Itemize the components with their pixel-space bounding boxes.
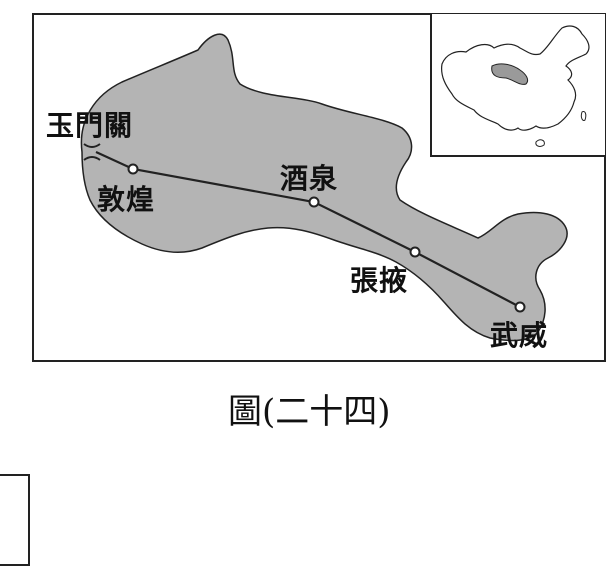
city-dot-icon — [308, 196, 320, 208]
city-dot-icon — [409, 246, 421, 258]
hainan-island — [535, 139, 545, 147]
partial-box — [0, 474, 30, 566]
inset-highlight-region — [491, 63, 529, 85]
china-inset-map — [441, 25, 590, 147]
label-zhangye: 張掖 — [350, 264, 409, 297]
label-dunhuang: 敦煌 — [97, 183, 156, 216]
label-yumenguan: 玉門關 — [46, 109, 134, 142]
pass-symbol-icon — [83, 143, 101, 161]
hexi-region — [80, 33, 568, 342]
inset-map-frame — [430, 14, 605, 157]
label-jiuquan: 酒泉 — [280, 162, 339, 195]
city-dot-icon — [127, 163, 139, 175]
figure-caption: 圖(二十四) — [228, 392, 391, 432]
taiwan-island — [580, 111, 587, 121]
label-wuwei: 武威 — [490, 319, 549, 352]
city-dot-icon — [514, 301, 526, 313]
